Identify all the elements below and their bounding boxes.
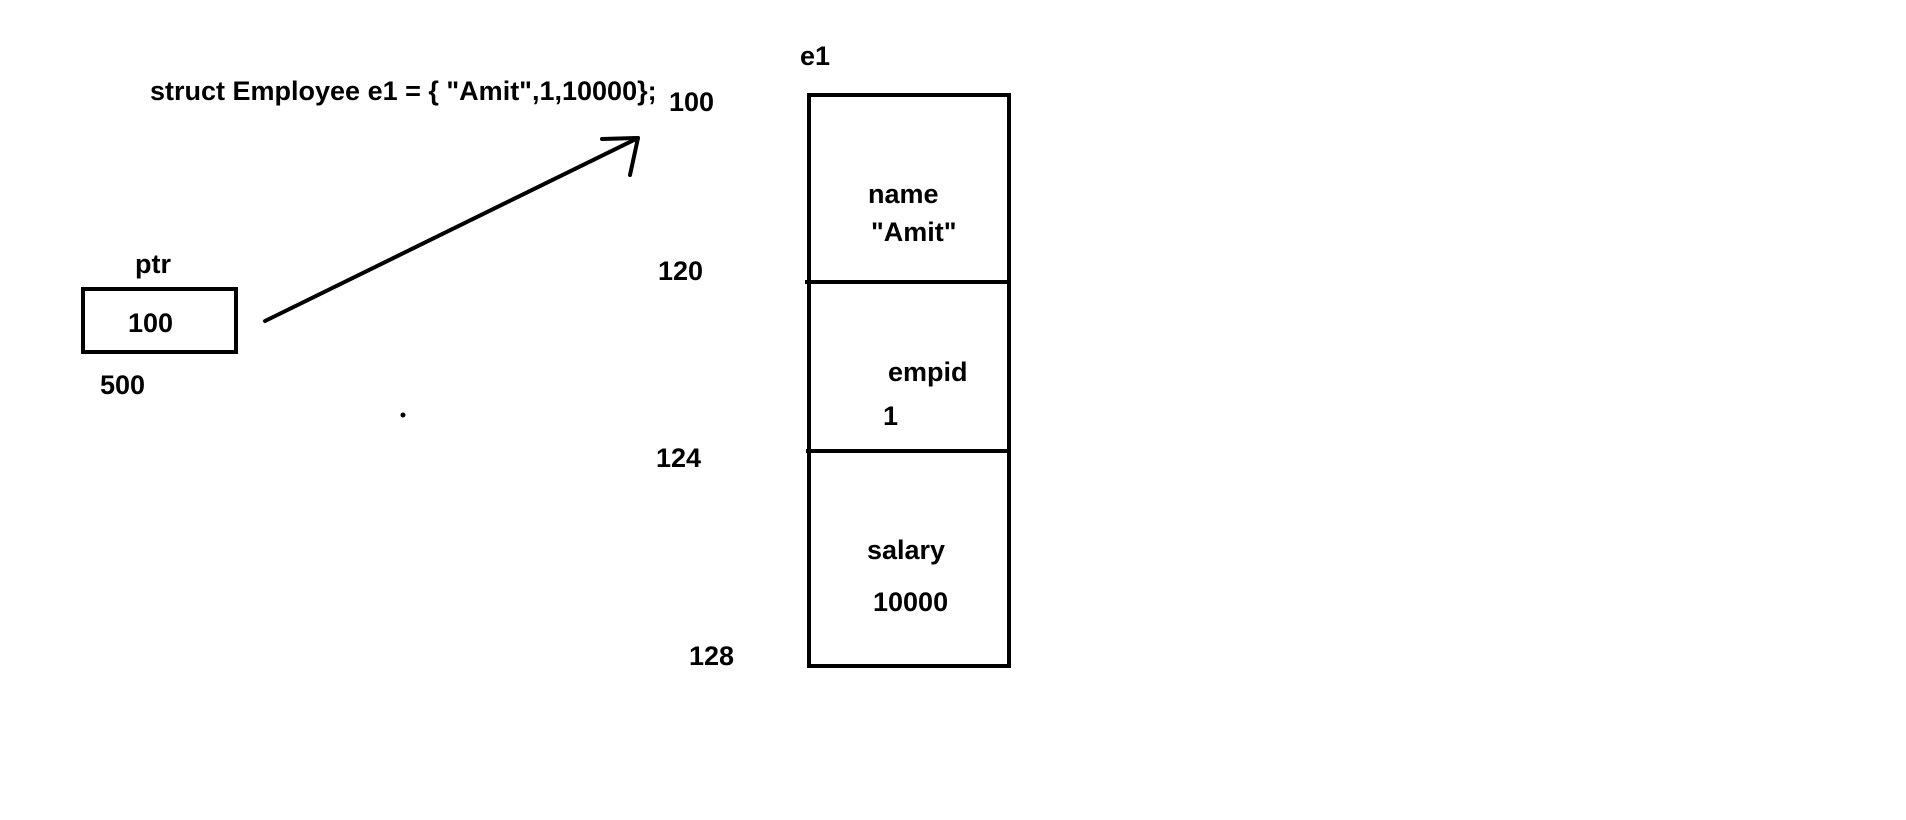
address-128: 128 xyxy=(689,641,735,671)
ptr-box xyxy=(81,287,238,354)
field-empid-label: empid xyxy=(888,357,968,387)
ptr-address: 500 xyxy=(100,370,146,400)
address-120: 120 xyxy=(658,256,704,286)
field-salary-label: salary xyxy=(867,535,946,565)
struct-var-name: e1 xyxy=(800,41,831,71)
stray-dot xyxy=(400,412,406,418)
address-100: 100 xyxy=(669,87,715,117)
field-empid-value: 1 xyxy=(883,401,899,431)
ptr-value: 100 xyxy=(128,308,174,338)
field-name-value: "Amit" xyxy=(871,217,957,247)
struct-e1-block xyxy=(807,93,1011,668)
field-salary-value: 10000 xyxy=(873,587,949,617)
address-124: 124 xyxy=(656,443,702,473)
pointer-arrow-shaft xyxy=(263,136,640,323)
code-line: struct Employee e1 = { "Amit",1,10000}; xyxy=(150,76,657,106)
field-name-label: name xyxy=(868,179,939,209)
pointer-arrow-head xyxy=(600,136,640,177)
ptr-label: ptr xyxy=(135,249,171,279)
